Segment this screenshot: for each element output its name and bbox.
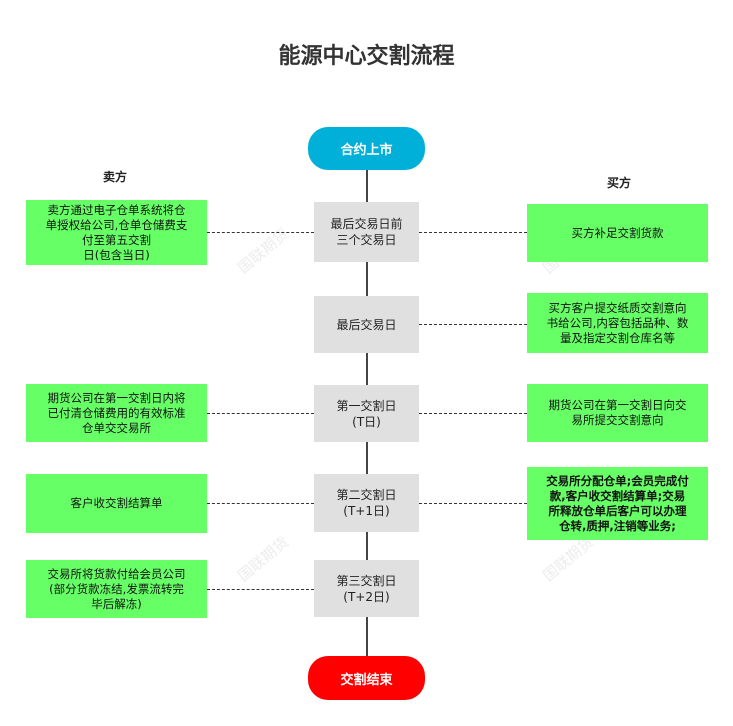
seller-label: 卖方 (103, 170, 128, 184)
connector-line (366, 170, 368, 202)
dashed-connector (419, 324, 527, 325)
buyer-note: 期货公司在第一交割日向交 易所提交交割意向 (527, 384, 708, 442)
dashed-connector (419, 503, 527, 504)
connector-line (366, 617, 368, 657)
connector-line (366, 353, 368, 385)
seller-note: 客户收交割结算单 (26, 474, 207, 533)
step-box: 最后交易日前 三个交易日 (314, 202, 419, 262)
step-box: 最后交易日 (314, 296, 419, 353)
dashed-connector (207, 232, 314, 233)
dashed-connector (419, 413, 527, 414)
start-node: 合约上市 (308, 127, 425, 170)
diagram-title: 能源中心交割流程 (278, 44, 455, 69)
dashed-connector (419, 232, 527, 233)
step-box: 第三交割日 (T+2日) (314, 560, 419, 617)
end-node: 交割结束 (308, 656, 425, 700)
dashed-connector (207, 589, 314, 590)
step-box: 第二交割日 (T+1日) (314, 474, 419, 532)
connector-line (366, 262, 368, 296)
dashed-connector (207, 503, 314, 504)
seller-note: 交易所将货款付给会员公司 (部分货款冻结,发票流转完 毕后解冻) (26, 560, 207, 618)
seller-note: 期货公司在第一交割日内将 已付清仓储费用的有效标准 仓单交交易所 (26, 384, 207, 442)
dashed-connector (207, 413, 314, 414)
watermark: 国联期货 (234, 532, 293, 586)
step-box: 第一交割日 (T日) (314, 385, 419, 442)
connector-line (366, 532, 368, 560)
connector-line (366, 442, 368, 474)
buyer-note: 交易所分配仓单;会员完成付 款,客户收交割结算单;交易 所释放仓单后客户可以办理… (527, 467, 708, 540)
seller-note: 卖方通过电子仓单系统将仓 单授权给公司,仓单仓储费支 付至第五交割 日(包含当日… (26, 200, 207, 265)
buyer-note: 买方补足交割货款 (527, 204, 708, 262)
buyer-note: 买方客户提交纸质交割意向 书给公司,内容包括品种、数 量及指定交割仓库名等 (527, 293, 708, 353)
buyer-label: 买方 (607, 176, 632, 190)
